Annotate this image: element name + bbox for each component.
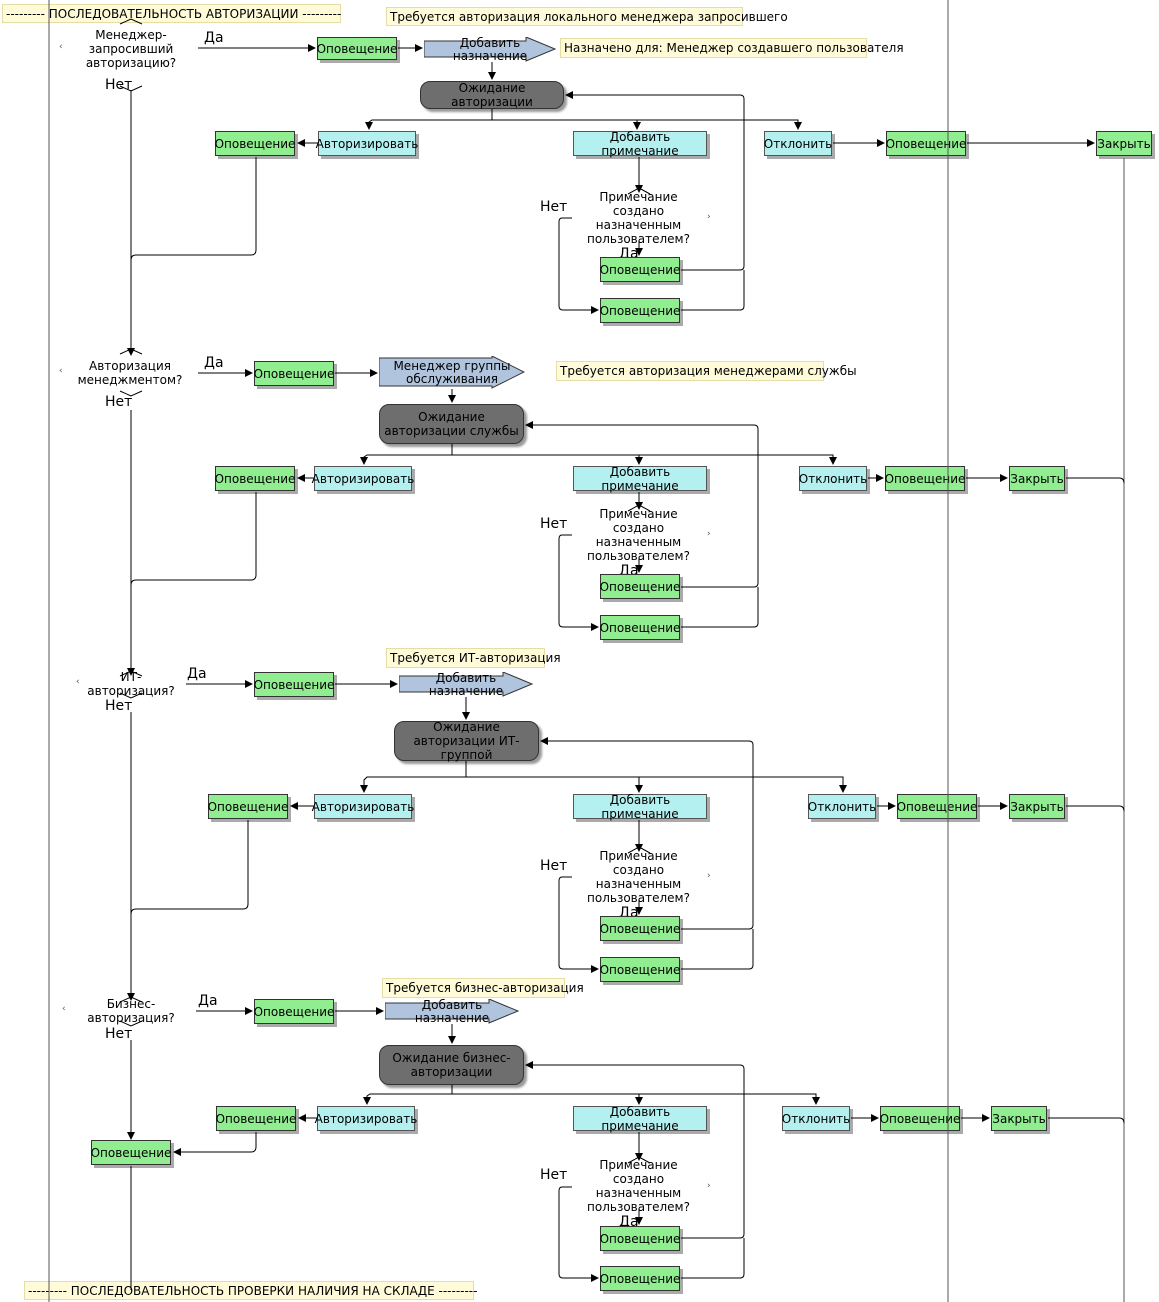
note-it-auth: Требуется ИТ-авторизация — [386, 648, 561, 668]
top-section-header: --------- ПОСЛЕДОВАТЕЛЬНОСТЬ АВТОРИЗАЦИИ… — [2, 4, 341, 23]
label-yes: Да — [204, 355, 224, 371]
label-yes: Да — [198, 993, 218, 1009]
service-group-manager-label: Менеджер группы обслуживания — [393, 358, 511, 386]
add-assignment-arrow[interactable]: Добавить назначение — [424, 35, 556, 63]
notify-button[interactable]: Оповещение — [91, 1140, 171, 1165]
label-no: Нет — [105, 394, 133, 410]
decision-note-by-assignee: Примечание создано назначенным пользоват… — [587, 189, 690, 246]
note-business-auth: Требуется бизнес-авторизация — [382, 978, 584, 998]
reject-button[interactable]: Отклонить — [808, 794, 876, 819]
notify-button[interactable]: Оповещение — [600, 1226, 680, 1251]
reject-button[interactable]: Отклонить — [799, 466, 867, 491]
notify-button[interactable]: Оповещение — [886, 131, 966, 156]
add-assignment-label: Добавить назначение — [452, 35, 528, 63]
decision-it-auth: ИТ-авторизация? — [87, 670, 175, 698]
add-note-button[interactable]: Добавить примечание — [573, 1105, 707, 1133]
wait-service-authorization-node: Ожидание авторизации службы — [379, 404, 524, 444]
chevron-right-icon: › — [707, 1181, 711, 1191]
note-local-manager: Требуется авторизация локального менедже… — [386, 7, 788, 26]
add-assignment-arrow[interactable]: Добавить назначение — [399, 670, 533, 698]
notify-button[interactable]: Оповещение — [215, 466, 295, 491]
decision-business-auth: Бизнес-авторизация? — [87, 997, 175, 1025]
reject-button[interactable]: Отклонить — [764, 131, 832, 156]
notify-button[interactable]: Оповещение — [216, 1106, 296, 1131]
decision-note-by-assignee: Примечание создано назначенным пользоват… — [587, 1157, 690, 1214]
label-yes: Да — [204, 30, 224, 46]
notify-button[interactable]: Оповещение — [885, 466, 965, 491]
authorize-button[interactable]: Авторизировать — [315, 1106, 417, 1131]
notify-button[interactable]: Оповещение — [254, 999, 334, 1024]
service-group-manager-arrow[interactable]: Менеджер группы обслуживания — [379, 356, 525, 389]
close-button[interactable]: Закрыть — [991, 1106, 1047, 1131]
notify-button[interactable]: Оповещение — [215, 131, 295, 156]
decision-note-by-assignee: Примечание создано назначенным пользоват… — [587, 848, 690, 905]
notify-button[interactable]: Оповещение — [897, 794, 977, 819]
add-assignment-label: Добавить назначение — [414, 997, 490, 1025]
label-no: Нет — [105, 698, 133, 714]
notify-button[interactable]: Оповещение — [254, 361, 334, 386]
label-no: Нет — [540, 199, 568, 215]
label-no: Нет — [105, 1026, 133, 1042]
authorize-button[interactable]: Авторизировать — [312, 466, 414, 491]
notify-button[interactable]: Оповещение — [600, 1266, 680, 1291]
notify-button[interactable]: Оповещение — [600, 615, 680, 640]
add-note-button[interactable]: Добавить примечание — [573, 793, 707, 821]
reject-button[interactable]: Отклонить — [782, 1106, 850, 1131]
bottom-section-header: --------- ПОСЛЕДОВАТЕЛЬНОСТЬ ПРОВЕРКИ НА… — [24, 1281, 477, 1300]
assigned-to-note: Назначено для: Менеджер создавшего польз… — [560, 38, 904, 58]
decision-management-auth: Авторизация менеджментом? — [77, 359, 183, 387]
chevron-left-icon: ‹ — [59, 42, 63, 52]
chevron-right-icon: › — [707, 871, 711, 881]
notify-button[interactable]: Оповещение — [600, 916, 680, 941]
close-button[interactable]: Закрыть — [1096, 131, 1152, 156]
add-assignment-arrow[interactable]: Добавить назначение — [385, 997, 519, 1025]
chevron-right-icon: › — [707, 212, 711, 222]
chevron-left-icon: ‹ — [59, 366, 63, 376]
decision-manager-requester: Менеджер-запросивший авторизацию? — [85, 27, 177, 70]
notify-button[interactable]: Оповещение — [600, 957, 680, 982]
label-no: Нет — [540, 858, 568, 874]
close-button[interactable]: Закрыть — [1009, 794, 1065, 819]
notify-button[interactable]: Оповещение — [600, 257, 680, 282]
close-button[interactable]: Закрыть — [1009, 466, 1065, 491]
add-assignment-label: Добавить назначение — [428, 670, 504, 698]
notify-button[interactable]: Оповещение — [600, 574, 680, 599]
notify-button[interactable]: Оповещение — [208, 794, 288, 819]
add-note-button[interactable]: Добавить примечание — [573, 465, 707, 493]
label-no: Нет — [540, 516, 568, 532]
wait-it-authorization-node: Ожидание авторизации ИТ-группой — [394, 720, 539, 762]
label-no: Нет — [105, 77, 133, 93]
add-note-button[interactable]: Добавить примечание — [573, 130, 707, 158]
label-yes: Да — [187, 666, 207, 682]
note-service-managers: Требуется авторизация менеджерами службы — [556, 361, 857, 381]
label-no: Нет — [540, 1167, 568, 1183]
notify-button[interactable]: Оповещение — [880, 1106, 960, 1131]
wait-authorization-node: Ожидание авторизации — [420, 81, 564, 109]
chevron-right-icon: › — [707, 529, 711, 539]
authorize-button[interactable]: Авторизировать — [316, 131, 418, 156]
chevron-left-icon: ‹ — [76, 677, 80, 687]
notify-button[interactable]: Оповещение — [254, 672, 334, 697]
decision-note-by-assignee: Примечание создано назначенным пользоват… — [587, 506, 690, 563]
authorize-button[interactable]: Авторизировать — [312, 794, 414, 819]
chevron-left-icon: ‹ — [62, 1004, 66, 1014]
wait-business-authorization-node: Ожидание бизнес-авторизации — [379, 1045, 524, 1085]
notify-button[interactable]: Оповещение — [600, 298, 680, 323]
notify-button[interactable]: Оповещение — [317, 37, 397, 60]
